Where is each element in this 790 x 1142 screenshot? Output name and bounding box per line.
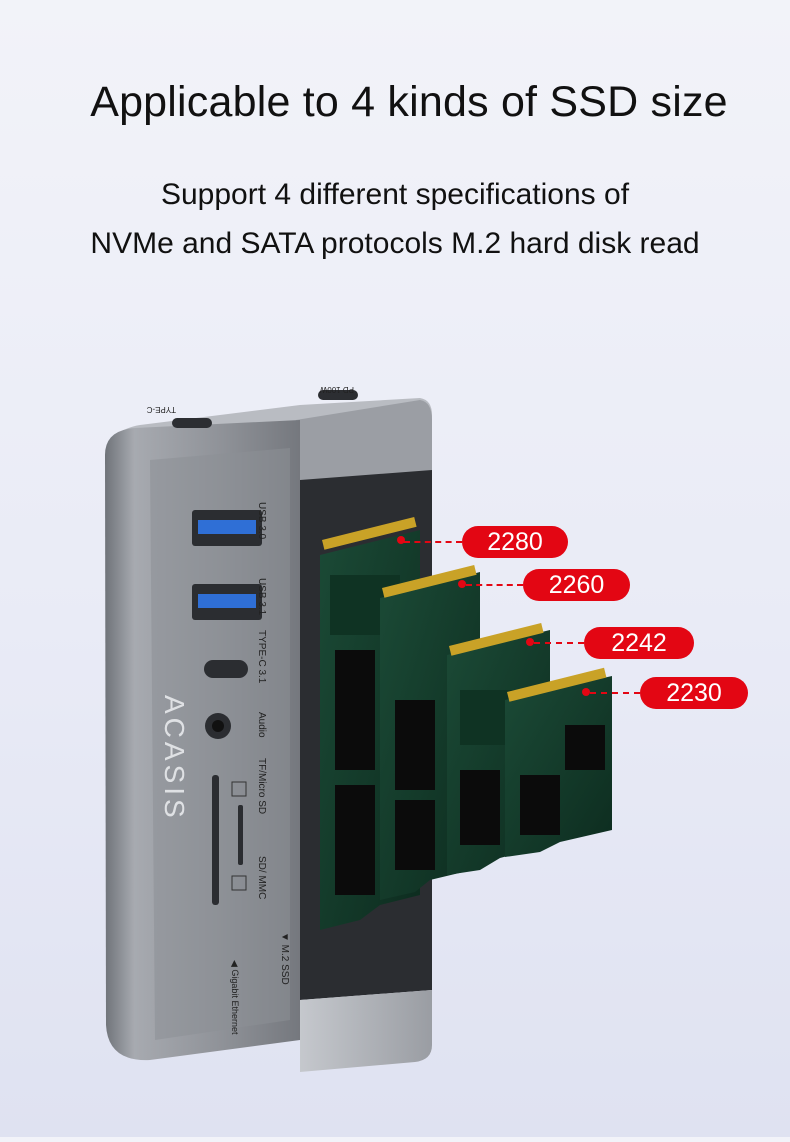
tf-icon [231,781,247,797]
hub-bottom-edge [300,990,432,1072]
top-typec-port [172,418,212,428]
leader-2280 [404,541,462,543]
usb30-label: USB 3.0 [256,502,267,540]
typec31-label: TYPE-C 3.1 [256,630,267,684]
dot-2230 [582,688,590,696]
sd-slot [212,775,219,905]
brand-logo: ACASIS [159,695,190,822]
size-tag-2260: 2260 [523,569,630,601]
dot-2260 [458,580,466,588]
size-tag-2242: 2242 [584,627,694,659]
size-tag-2230: 2230 [640,677,748,709]
subtitle-line-2: NVMe and SATA protocols M.2 hard disk re… [90,227,700,260]
ssd-2230 [505,667,612,857]
top-pd-port [318,390,358,400]
tf-slot [238,805,243,865]
m2-label: ▼ M.2 SSD [279,932,290,985]
sd-icon [231,875,247,891]
front-typec-port [204,660,248,678]
headline: Applicable to 4 kinds of SSD size [90,78,728,126]
leader-2242 [534,642,584,644]
size-tag-2280: 2280 [462,526,568,558]
dot-2280 [397,536,405,544]
tf-label: TF/Micro SD [256,758,267,815]
audio-label: Audio [256,712,267,738]
leader-2260 [466,584,523,586]
leader-2230 [590,692,640,694]
sd-label: SD/ MMC [256,856,267,900]
top-typec-label: TYPE-C [146,405,176,414]
subtitle-line-1: Support 4 different specifications of [160,178,630,211]
usb31-label: USB 3.1 [256,578,267,616]
top-pd-label: PD 100W [319,385,354,394]
slot-lip [296,400,432,480]
usb31-tongue [198,594,256,608]
ethernet-label: ◀ Gigabit Ethernet [230,960,240,1035]
dot-2242 [526,638,534,646]
usb30-tongue [198,520,256,534]
